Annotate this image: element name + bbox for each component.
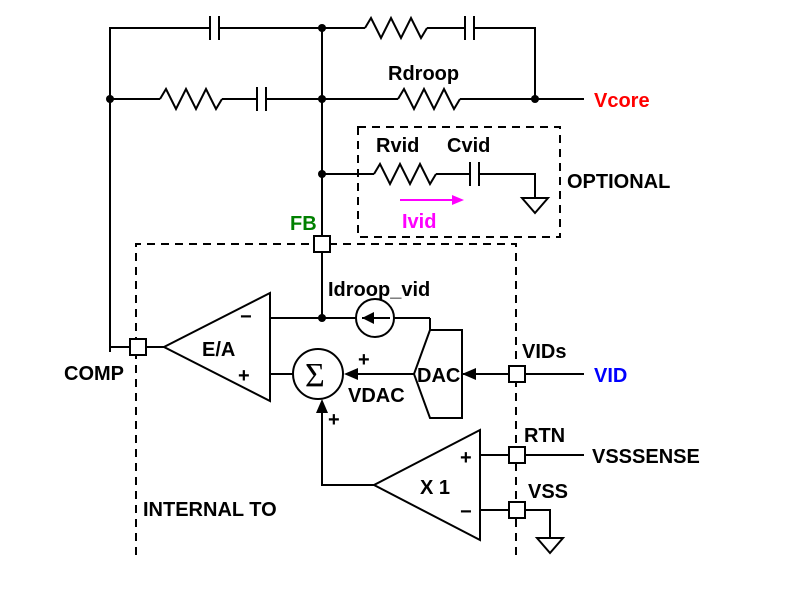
middle-feedback-branch	[110, 86, 584, 112]
fb-pin	[313, 235, 331, 253]
dac-label: DAC	[417, 365, 460, 387]
rtn-label: RTN	[524, 425, 565, 447]
x1-plus: +	[460, 447, 472, 469]
vsssense-label: VSSSENSE	[592, 446, 700, 468]
rtn-pin	[508, 446, 526, 464]
ivid-arrow	[400, 195, 464, 205]
vcore-label: Vcore	[594, 90, 650, 112]
vss-pin	[508, 501, 526, 519]
ea-label: E/A	[202, 339, 235, 361]
ground-symbol	[534, 537, 566, 555]
vids-pin	[508, 365, 526, 383]
sum-plus-bottom: +	[328, 409, 340, 431]
rdroop-label: Rdroop	[388, 63, 459, 85]
dac-block	[344, 329, 509, 419]
sigma-symbol: Σ	[305, 357, 325, 394]
error-amplifier	[146, 291, 293, 403]
internal-boundary	[135, 243, 517, 555]
vid-label: VID	[594, 365, 627, 387]
ivid-label: Ivid	[402, 211, 436, 233]
idroop-current-source	[355, 298, 395, 338]
internal-to-label: INTERNAL TO	[143, 499, 277, 521]
sum-plus-top: +	[358, 349, 370, 371]
vdac-label: VDAC	[348, 385, 405, 407]
fb-label: FB	[290, 213, 317, 235]
idroop-vid-label: Idroop_vid	[328, 279, 430, 301]
x1-buffer	[316, 399, 509, 542]
fb-internal-wiring	[270, 252, 431, 330]
x1-label: X 1	[420, 477, 450, 499]
rvid-label: Rvid	[376, 135, 419, 157]
vids-label: VIDs	[522, 341, 566, 363]
x1-minus: −	[460, 501, 472, 523]
vss-wire	[525, 509, 551, 538]
vss-label: VSS	[528, 481, 568, 503]
optional-branch	[322, 126, 561, 238]
ea-minus: −	[240, 306, 252, 328]
ea-plus: +	[238, 365, 250, 387]
summing-junction	[292, 348, 344, 400]
comp-pin	[129, 338, 147, 356]
cvid-label: Cvid	[447, 135, 490, 157]
comp-label: COMP	[64, 363, 124, 385]
optional-label: OPTIONAL	[567, 171, 670, 193]
